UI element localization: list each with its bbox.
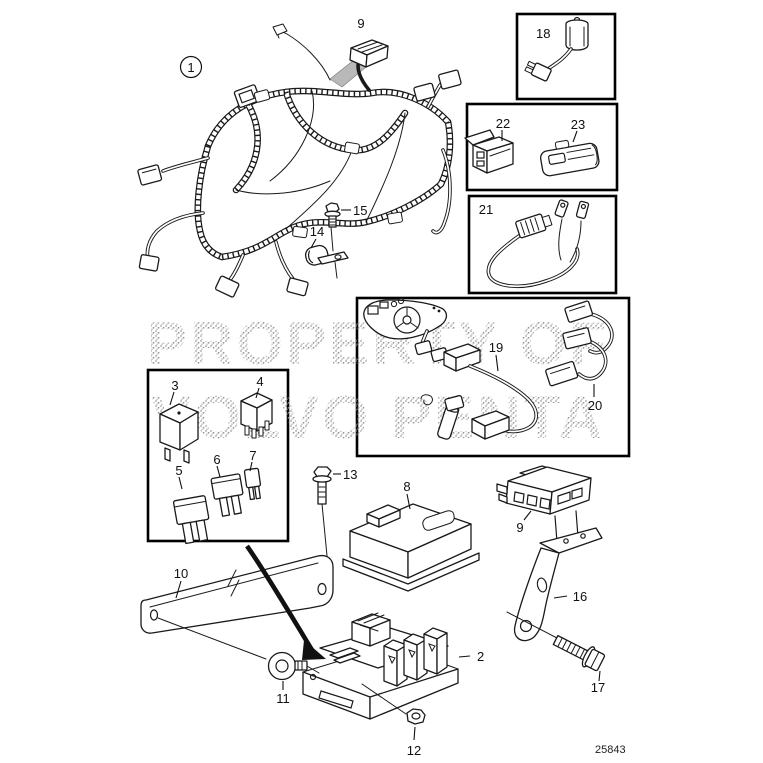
bracket-10-drawing — [140, 554, 334, 634]
nut-12-drawing — [361, 683, 426, 741]
jumper-cable-20-drawing — [545, 300, 614, 387]
callout-22: 22 — [496, 116, 510, 131]
callout-16: 16 — [573, 589, 587, 604]
callout-12: 12 — [407, 743, 421, 758]
panel-box-21 — [467, 194, 618, 295]
relay-3-drawing — [159, 403, 199, 464]
callout-6: 6 — [213, 452, 220, 467]
callout-19: 19 — [489, 340, 503, 355]
callout-5: 5 — [175, 463, 182, 478]
callout-1-circle — [179, 55, 203, 79]
connector-9-bottom-drawing — [496, 465, 592, 515]
callout-15: 15 — [353, 203, 367, 218]
grommet-11-drawing — [157, 617, 320, 681]
arrow-head — [302, 640, 326, 660]
connector-23-drawing — [539, 139, 600, 177]
callout-9-bottom: 9 — [516, 520, 523, 535]
callout-21: 21 — [479, 202, 493, 217]
relay-4-drawing — [240, 392, 273, 439]
drawing-number: 25843 — [595, 744, 626, 756]
callouts: 1 9 15 14 18 22 23 21 19 20 3 4 5 6 7 13… — [169, 16, 626, 758]
callout-20: 20 — [588, 398, 602, 413]
callout-10: 10 — [174, 566, 188, 581]
wiring-harness-drawing — [137, 23, 462, 298]
callout-11: 11 — [276, 691, 290, 706]
screw-13-drawing — [312, 466, 332, 598]
bracket-16-drawing — [513, 510, 603, 642]
cable-21-drawing — [486, 199, 590, 289]
fuse-box-2-drawing — [245, 544, 459, 720]
connector-22-drawing — [464, 129, 514, 174]
callout-9-top: 9 — [357, 16, 364, 31]
callout-14: 14 — [310, 224, 324, 239]
fuse-box-top-connector — [351, 612, 391, 647]
callout-4: 4 — [256, 374, 263, 389]
fuse-6-drawing — [210, 473, 244, 517]
instrument-harness-19-drawing — [363, 297, 539, 440]
callout-3: 3 — [171, 378, 178, 393]
watermark-line2: VOLVO PENTA — [151, 384, 605, 451]
harness-connector-9-drawing — [349, 39, 389, 68]
callout-23: 23 — [571, 117, 585, 132]
callout-1: 1 — [187, 60, 194, 75]
screw-15-drawing — [324, 202, 341, 228]
callout-18: 18 — [536, 26, 550, 41]
fuse-5-drawing — [172, 495, 210, 545]
sensor-18-drawing — [524, 16, 589, 82]
callout-8: 8 — [403, 479, 410, 494]
clamp-14-drawing — [304, 226, 349, 279]
callout-2: 2 — [477, 649, 484, 664]
control-unit-8-drawing — [342, 503, 480, 592]
fuse-7-drawing — [243, 467, 262, 501]
callout-13: 13 — [343, 467, 357, 482]
callout-7: 7 — [249, 448, 256, 463]
bolt-17-drawing — [506, 611, 606, 672]
callout-17: 17 — [591, 680, 605, 695]
fuse-box-relay-slabs — [383, 627, 448, 687]
